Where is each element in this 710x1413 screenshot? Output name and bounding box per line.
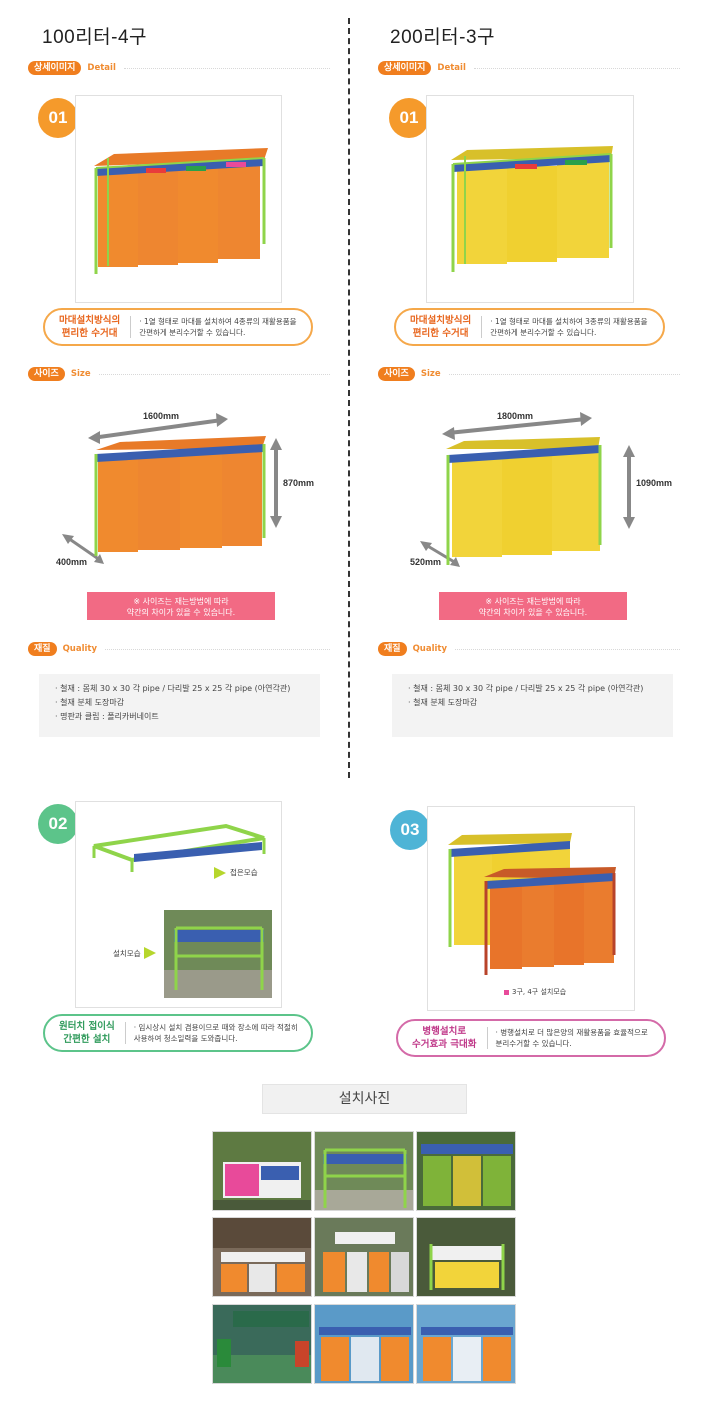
- badge-01-left: 01: [38, 98, 78, 138]
- quality-pill: 재질: [378, 642, 407, 656]
- left-quality-header: 재질 Quality: [28, 642, 330, 656]
- right-size-header: 사이즈 Size: [378, 367, 680, 381]
- right-quality-box: · 철재 : 몸체 30 x 30 각 pipe / 다리발 25 x 25 각…: [392, 674, 673, 737]
- size-pill: 사이즈: [378, 367, 415, 381]
- parallel-caption: 병행설치로 수거효과 극대화 · 병행설치로 더 많은양의 재활용품을 효율적으…: [396, 1019, 666, 1057]
- install-photo-4: [212, 1217, 312, 1297]
- size-en: Size: [420, 369, 441, 379]
- caption-title: 마대설치방식의 편리한 수거대: [410, 315, 472, 339]
- caption-text: · 1열 형태로 마대를 설치하여 3종류의 재활용품을 간편하게 분리수거할 …: [490, 317, 648, 337]
- parallel-photo-label: 3구, 4구 설치모습: [512, 988, 567, 996]
- quality-line: · 명판과 클립 : 폴리카버네이트: [55, 712, 159, 721]
- folded-stand-image: [92, 823, 266, 872]
- left-detail-header: 상세이미지 Detail: [28, 61, 330, 75]
- foldable-caption: 원터치 접이식 간편한 설치 · 임시상시 설치 겸용이므로 때와 장소에 따라…: [43, 1014, 313, 1052]
- badge-02: 02: [38, 804, 78, 844]
- left-detail-photo: [75, 95, 282, 303]
- column-divider: [348, 18, 350, 778]
- left-detail-caption: 마대설치방식의 편리한 수거대 · 1열 형태로 마대를 설치하여 4종류의 재…: [43, 308, 313, 346]
- caption-text: · 병행설치로 더 많은양의 재활용품을 효율적으로 분리수거할 수 있습니다.: [495, 1028, 648, 1048]
- right-quality-header: 재질 Quality: [378, 642, 680, 656]
- left-depth-dim: 400mm: [56, 557, 88, 567]
- install-photo-7: [212, 1304, 312, 1384]
- detail-pill: 상세이미지: [378, 61, 432, 75]
- caption-title: 마대설치방식의 편리한 수거대: [59, 315, 121, 339]
- detail-en: Detail: [87, 63, 116, 73]
- foldable-photo: 접은모습 설치모습: [75, 801, 282, 1008]
- quality-line: · 철재 : 몸체 30 x 30 각 pipe / 다리발 25 x 25 각…: [408, 684, 644, 693]
- right-detail-photo: [426, 95, 634, 303]
- parallel-stands-image: [448, 833, 616, 975]
- install-photos-title: 설치사진: [262, 1084, 467, 1114]
- caption-text: · 1열 형태로 마대를 설치하여 4종류의 재활용품을 간편하게 분리수거할 …: [139, 317, 297, 337]
- folded-label: 접은모습: [230, 868, 258, 877]
- four-bin-stand-image: [94, 148, 268, 274]
- right-size-note: ※ 사이즈는 재는방법에 따라 약간의 차이가 있을 수 있습니다.: [439, 592, 627, 620]
- size-en: Size: [70, 369, 91, 379]
- caption-title: 병행설치로 수거효과 극대화: [412, 1026, 477, 1050]
- detail-en: Detail: [437, 63, 466, 73]
- badge-01-right: 01: [389, 98, 429, 138]
- quality-pill: 재질: [28, 642, 57, 656]
- three-bin-stand-image: [451, 146, 613, 272]
- quality-line: · 철재 분체 도장마감: [55, 698, 125, 707]
- right-width-dim: 1800mm: [497, 411, 534, 421]
- left-size-note: ※ 사이즈는 재는방법에 따라 약간의 차이가 있을 수 있습니다.: [87, 592, 275, 620]
- right-size-diagram: [420, 412, 635, 567]
- quality-en: Quality: [62, 644, 98, 654]
- left-width-dim: 1600mm: [143, 411, 180, 421]
- install-photo-5: [314, 1217, 414, 1297]
- arrow-right-icon: [214, 867, 226, 879]
- left-quality-box: · 철재 : 몸체 30 x 30 각 pipe / 다리발 25 x 25 각…: [39, 674, 320, 737]
- installed-stand-image: [164, 910, 272, 998]
- quality-en: Quality: [412, 644, 448, 654]
- right-detail-caption: 마대설치방식의 편리한 수거대 · 1열 형태로 마대를 설치하여 3종류의 재…: [394, 308, 665, 346]
- left-size-diagram: [62, 413, 282, 564]
- install-photo-8: [314, 1304, 414, 1384]
- detail-pill: 상세이미지: [28, 61, 82, 75]
- badge-03: 03: [390, 810, 430, 850]
- install-photo-9: [416, 1304, 516, 1384]
- install-photo-1: [212, 1131, 312, 1211]
- install-photo-3: [416, 1131, 516, 1211]
- quality-line: · 철재 : 몸체 30 x 30 각 pipe / 다리발 25 x 25 각…: [55, 684, 291, 693]
- size-pill: 사이즈: [28, 367, 65, 381]
- right-height-dim: 1090mm: [636, 478, 673, 488]
- right-column-title: 200리터-3구: [390, 27, 496, 48]
- quality-line: · 철재 분체 도장마감: [408, 698, 478, 707]
- left-column-title: 100리터-4구: [42, 27, 148, 48]
- installed-photo: [164, 910, 272, 998]
- caption-title: 원터치 접이식 간편한 설치: [59, 1021, 115, 1045]
- caption-text: · 임시상시 설치 겸용이므로 때와 장소에 따라 적절히 사용하여 청소일력을…: [133, 1023, 298, 1043]
- left-height-dim: 870mm: [283, 478, 315, 488]
- install-photo-6: [416, 1217, 516, 1297]
- left-size-header: 사이즈 Size: [28, 367, 330, 381]
- installed-label: 설치모습: [113, 949, 141, 958]
- arrow-right-icon: [144, 947, 156, 959]
- parallel-install-photo: 3구, 4구 설치모습: [427, 806, 635, 1011]
- right-depth-dim: 520mm: [410, 557, 442, 567]
- right-detail-header: 상세이미지 Detail: [378, 61, 680, 75]
- install-photo-2: [314, 1131, 414, 1211]
